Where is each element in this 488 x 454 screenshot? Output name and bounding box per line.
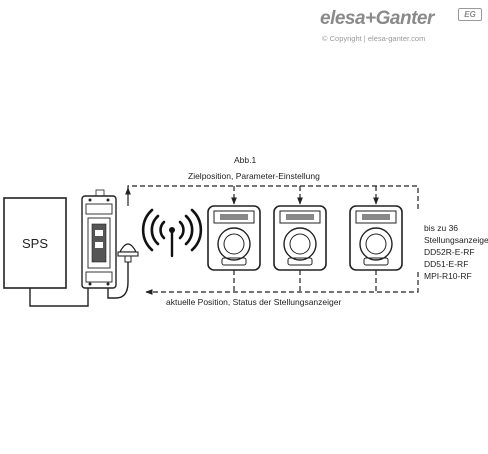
figure-label: Abb.1 bbox=[234, 155, 256, 165]
gateway-device bbox=[81, 189, 117, 289]
position-indicator-1 bbox=[207, 205, 261, 271]
wireless-signal-icon bbox=[141, 208, 203, 258]
device-note-line-3: DD52R-E-RF bbox=[424, 247, 475, 257]
plc-gateway-cable bbox=[29, 288, 89, 307]
position-indicator-2 bbox=[273, 205, 327, 271]
brand-name: elesa+Ganter bbox=[320, 8, 434, 29]
device-note-line-4: DD51-E-RF bbox=[424, 259, 468, 269]
bottom-signal-bus bbox=[145, 270, 419, 295]
brand-logo: elesa+Ganter EG © Copyright | elesa-gant… bbox=[320, 8, 482, 48]
brand-badge: EG bbox=[458, 8, 482, 21]
top-arrow-label: Zielposition, Parameter-Einstellung bbox=[188, 171, 320, 181]
plc-box: SPS bbox=[3, 197, 67, 289]
device-note: bis zu 36 Stellungsanzeiger DD52R-E-RF D… bbox=[424, 223, 488, 281]
device-note-line-1: bis zu 36 bbox=[424, 223, 458, 233]
antenna-icon bbox=[107, 243, 139, 299]
top-signal-bus bbox=[125, 185, 419, 210]
bottom-arrow-label: aktuelle Position, Status der Stellungsa… bbox=[166, 297, 341, 307]
plc-label: SPS bbox=[22, 236, 48, 251]
position-indicator-3 bbox=[349, 205, 403, 271]
device-note-line-2: Stellungsanzeiger bbox=[424, 235, 488, 245]
brand-copyright: © Copyright | elesa-ganter.com bbox=[322, 34, 426, 43]
device-note-line-5: MPI-R10-RF bbox=[424, 271, 472, 281]
